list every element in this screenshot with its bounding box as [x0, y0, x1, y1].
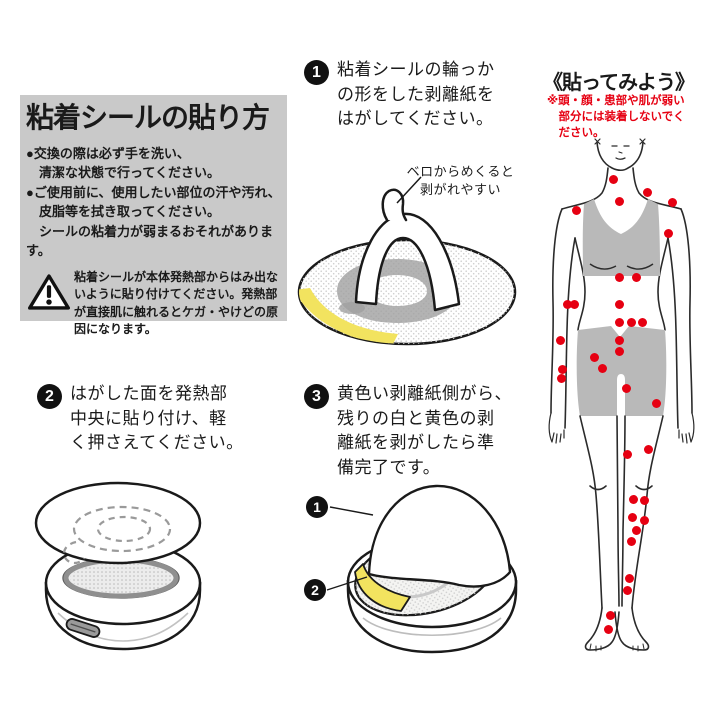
application-point-dot	[603, 624, 613, 634]
body-dots-layer	[540, 130, 713, 710]
ring-release-paper	[354, 212, 461, 312]
application-point-dot	[597, 363, 607, 373]
info-box-bullets: ●交換の際は必ず手を洗い、 清潔な状態で行ってください。 ●ご使用前に、使用した…	[26, 145, 281, 259]
application-point-dot	[622, 585, 632, 595]
dashed-outline-outer	[72, 505, 172, 553]
application-point-dot	[639, 495, 649, 505]
application-point-dot	[614, 335, 624, 345]
application-point-dot	[622, 449, 632, 459]
info-box: 粘着シールの貼り方 ●交換の際は必ず手を洗い、 清潔な状態で行ってください。 ●…	[20, 95, 287, 336]
info-box-title: 粘着シールの貼り方	[26, 102, 270, 133]
application-point-dot	[562, 299, 572, 309]
application-point-dot	[631, 272, 641, 282]
step1-illustration	[290, 150, 525, 355]
application-point-dot	[624, 573, 634, 583]
application-point-dot	[663, 228, 673, 238]
application-point-dot	[608, 174, 618, 184]
peel-tab	[381, 188, 408, 222]
application-point-dot	[614, 196, 624, 206]
application-point-dot	[626, 536, 636, 546]
yellow-release-paper	[354, 563, 411, 612]
step3-callout2-badge: 2	[304, 579, 326, 601]
application-point-dot	[639, 515, 649, 525]
application-point-dot	[614, 299, 624, 309]
callout2-line	[326, 576, 368, 591]
step3-illustration	[293, 478, 525, 665]
step1-number-badge: 1	[304, 60, 329, 85]
dashed-outline-inner	[96, 515, 152, 543]
application-point-dot	[642, 187, 652, 197]
application-point-dot	[605, 610, 615, 620]
annotation-pointer-line	[396, 176, 422, 204]
application-point-dot	[621, 383, 631, 393]
step2-number-badge: 2	[37, 384, 62, 409]
application-point-dot	[651, 398, 661, 408]
application-point-dot	[557, 364, 567, 374]
step3-callout1-badge: 1	[306, 496, 328, 518]
application-point-dot	[614, 317, 624, 327]
warning-triangle-icon	[28, 273, 70, 311]
application-point-dot	[569, 299, 579, 309]
try-section-title: 《貼ってみよう》	[543, 72, 695, 94]
step2-text: はがした面を発熱部 中央に貼り付け、軽 く押さえてください。	[70, 384, 244, 453]
application-point-dot	[627, 512, 637, 522]
step1-text: 粘着シールの輪っか の形をした剥離紙を はがしてください。	[337, 60, 495, 129]
body-figure	[540, 130, 713, 710]
yellow-liner-edge	[299, 288, 398, 344]
callout1-line	[329, 506, 374, 516]
step3-text: 黄色い剥離紙側がら、 残りの白と黄色の剥 離紙を剥がしたら準 備完了です。	[337, 384, 512, 477]
application-point-dot	[614, 272, 624, 282]
warning-block: 粘着シールが本体発熱部からはみ出ないように貼り付けてください。発熱部が直接肌に触…	[26, 269, 281, 339]
application-point-dot	[643, 444, 653, 454]
application-point-dot	[555, 335, 565, 345]
application-point-dot	[637, 317, 647, 327]
application-point-dot	[667, 197, 677, 207]
try-section-note: ※頭・顔・患部や肌が弱い 部分には装着しないでく ださい。	[547, 95, 685, 140]
application-point-dot	[628, 494, 638, 504]
body-outline	[548, 138, 695, 652]
application-point-dot	[571, 205, 581, 215]
shorts-garment	[576, 326, 667, 416]
application-point-dot	[631, 525, 641, 535]
step1-annotation: ベロからめくると 剥がれやすい	[406, 164, 515, 198]
warning-text: 粘着シールが本体発熱部からはみ出ないように貼り付けてください。発熱部が直接肌に触…	[74, 269, 279, 336]
bra-garment	[582, 199, 660, 276]
application-point-dot	[589, 352, 599, 362]
white-release-paper	[367, 484, 512, 588]
device-clip	[65, 618, 101, 638]
dashed-tab-outline	[62, 540, 85, 565]
application-point-dot	[614, 346, 624, 356]
step2-illustration	[20, 478, 270, 670]
step3-number-badge: 3	[304, 384, 329, 409]
application-point-dot	[556, 373, 566, 383]
application-point-dot	[626, 317, 636, 327]
